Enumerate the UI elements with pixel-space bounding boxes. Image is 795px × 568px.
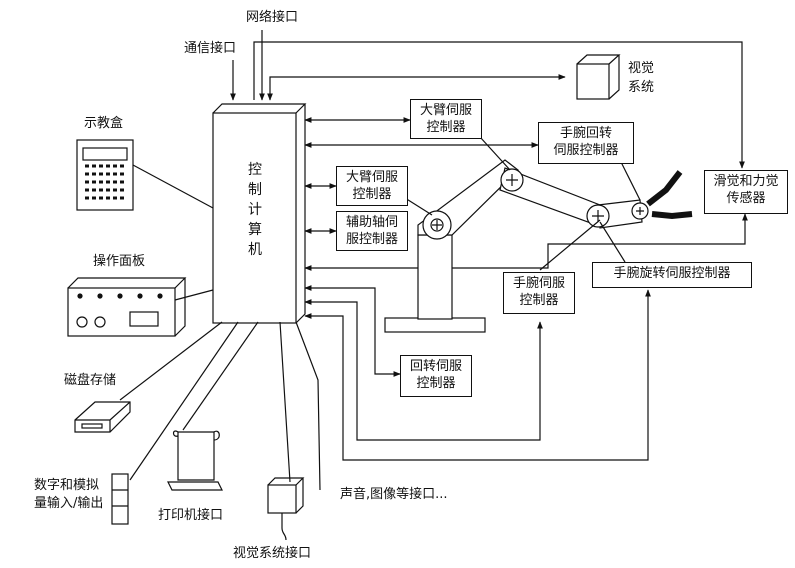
slip-force-line2: 传感器 [726,191,766,206]
computer-char-5: 机 [248,242,262,258]
control-computer-block [212,103,307,324]
vision-system-label-1: 视觉 [628,61,655,76]
aux-axis-line1: 辅助轴伺 [345,215,398,230]
wrist-servo-pointer [539,219,601,271]
base-rotate-line2: 控制器 [416,376,456,391]
operation-panel-device [67,277,187,337]
teach-box-line [132,164,214,209]
wrist-spin-pointer [599,221,626,263]
base-rotate-link [304,285,401,377]
vision-system-cube [576,54,621,100]
upper-arm-top-pointer [479,136,511,171]
sound-interface-label: 声音,图像等接口... [340,487,448,502]
wrist-servo-line1: 手腕伺服 [512,276,565,291]
io-device [111,473,129,525]
vision-system-label-2: 系统 [628,80,655,95]
aux-axis-line2: 服控制器 [345,232,398,247]
wrist-spin-link [304,213,748,271]
printer-device [167,430,223,491]
disk-line [119,321,223,401]
sensor-link-line [253,41,745,169]
wrist-servo-line2: 控制器 [519,293,559,308]
base-rotate-servo-controller: 回转伺服 控制器 [400,355,472,397]
operation-panel-label: 操作面板 [93,254,146,269]
io-label-line1: 数字和模拟 [34,478,100,493]
vision-camera-device [267,477,305,541]
computer-char-1: 控 [248,162,262,178]
upper-arm-left-pointer [404,197,433,216]
computer-char-2: 制 [248,182,262,198]
sound-iface-line [295,321,321,491]
disk-storage-label: 磁盘存储 [64,373,117,388]
upper-arm-left-line1: 大臂伺服 [345,170,398,185]
wrist-spin-loop-link [304,289,651,461]
wrist-spin-servo-controller: 手腕旋转伺服控制器 [592,262,752,288]
vision-iface-line [279,321,291,483]
printer-interface-label: 打印机接口 [158,508,224,523]
wrist-rotate-servo-controller: 手腕回转 伺服控制器 [538,122,634,164]
upper-arm-top-line2: 控制器 [426,120,466,135]
upper-arm-left-line2: 控制器 [352,187,392,202]
slip-force-line1: 滑觉和力觉 [713,174,779,189]
robot-arm [384,159,693,333]
wrist-rotate-line1: 手腕回转 [559,126,612,141]
wrist-rotate-line2: 伺服控制器 [553,143,619,158]
base-rotate-line1: 回转伺服 [409,359,462,374]
io-label-line2: 量输入/输出 [34,496,104,511]
computer-char-4: 算 [248,222,262,238]
slip-force-sensor-box: 滑觉和力觉 传感器 [704,170,788,214]
upper-arm-top-line1: 大臂伺服 [419,103,472,118]
vision-link-line [267,74,566,101]
io-line [129,321,239,481]
control-computer-label: 控 制 计 算 机 [245,160,265,260]
upper-arm-servo-controller-left: 大臂伺服 控制器 [336,166,408,206]
wrist-rotate-pointer [619,159,641,201]
wrist-spin-line1: 手腕旋转伺服控制器 [613,266,731,281]
upper-arm-servo-controller-top: 大臂伺服 控制器 [410,99,482,139]
computer-char-3: 计 [248,202,262,218]
operation-panel-line [174,289,214,301]
disk-storage-device [74,401,131,433]
network-interface-label: 网络接口 [246,10,299,25]
wrist-servo-controller: 手腕伺服 控制器 [503,272,575,314]
printer-line [182,321,259,431]
comm-interface-label: 通信接口 [184,41,237,56]
teach-box-label: 示教盒 [84,116,124,131]
aux-axis-servo-controller: 辅助轴伺 服控制器 [336,211,408,251]
vision-interface-label: 视觉系统接口 [233,546,312,561]
teach-box-device [76,139,134,211]
